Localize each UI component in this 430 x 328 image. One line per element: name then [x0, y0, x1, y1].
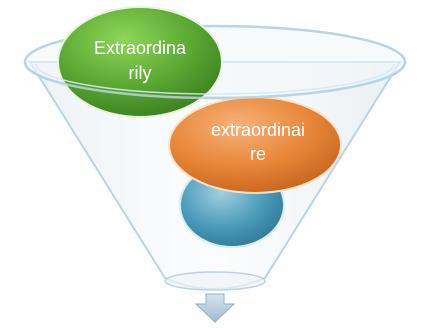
stage-green-ellipse: [57, 6, 223, 118]
funnel-spout: [164, 271, 266, 291]
stage-green-bubble: Extraordina rily: [57, 6, 223, 118]
down-arrow-icon: [194, 293, 236, 323]
stage-orange-bubble: extraordinai re: [168, 96, 342, 194]
funnel-rim-front: [23, 61, 407, 100]
stage-orange-label-line2: re: [250, 144, 266, 164]
stage-green-label-line2: rily: [129, 63, 152, 83]
stage-green-label-line1: Extraordina: [94, 38, 187, 58]
funnel-rim-inner: [35, 63, 395, 95]
stage-orange-label-line1: extraordinai: [211, 120, 305, 140]
